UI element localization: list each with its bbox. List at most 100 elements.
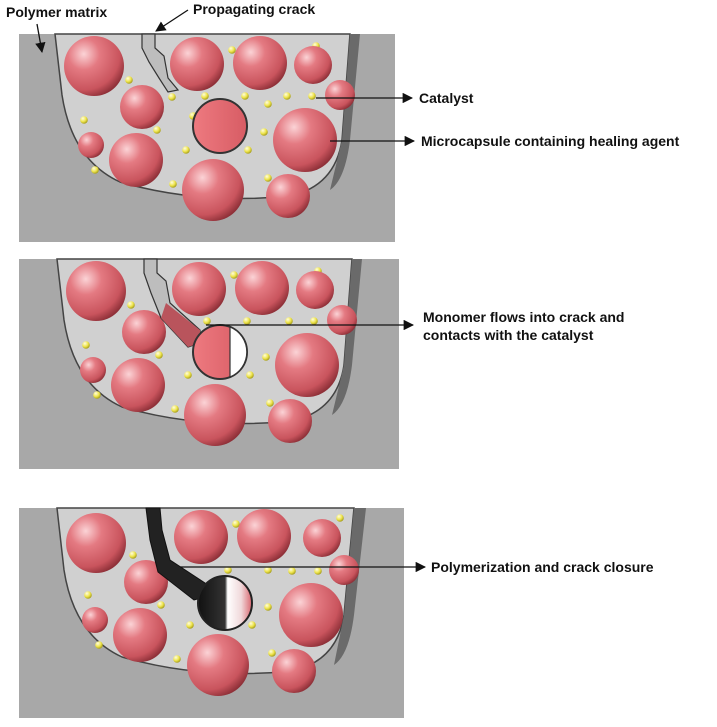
catalyst-particle (95, 641, 103, 649)
catalyst-particle (232, 520, 240, 528)
microcapsule (325, 80, 355, 110)
catalyst-particle (308, 92, 316, 100)
microcapsule (233, 36, 287, 90)
catalyst-particle (93, 391, 101, 399)
catalyst-particle (224, 566, 232, 574)
catalyst-particle (314, 567, 322, 575)
catalyst-particle (264, 174, 272, 182)
catalyst-particle (285, 317, 293, 325)
microcapsule (124, 560, 168, 604)
label-polymer-matrix: Polymer matrix (6, 4, 107, 20)
catalyst-particle (266, 399, 274, 407)
arrow-polymer-matrix (35, 23, 46, 54)
label-propagating-crack: Propagating crack (193, 1, 315, 17)
microcapsule (268, 399, 312, 443)
microcapsule (184, 384, 246, 446)
microcapsule (275, 333, 339, 397)
panel-1-intact-capsule (192, 98, 248, 154)
catalyst-particle (129, 551, 137, 559)
catalyst-particle (260, 128, 268, 136)
catalyst-particle (244, 146, 252, 154)
catalyst-particle (125, 76, 133, 84)
panel-1-catalyst-particles (80, 42, 320, 188)
panel-2-trough-wall (332, 259, 362, 415)
catalyst-particle (201, 92, 209, 100)
panel-3-microcapsules (66, 509, 359, 696)
panel-1 (19, 33, 395, 242)
microcapsule (66, 513, 126, 573)
catalyst-particle (184, 371, 192, 379)
panel-3 (19, 507, 404, 718)
panel-1-microcapsules (64, 36, 355, 221)
annotations: Polymer matrix Propagating crack Catalys… (6, 1, 680, 575)
microcapsule (66, 261, 126, 321)
panel-3-emptied-capsule (197, 575, 253, 631)
panel-2-monomer-flow (161, 303, 200, 347)
microcapsule (113, 608, 167, 662)
catalyst-particle (241, 92, 249, 100)
catalyst-particle (283, 92, 291, 100)
microcapsule (235, 261, 289, 315)
catalyst-particle (336, 514, 344, 522)
microcapsule (80, 357, 106, 383)
panel-3-trough-wall (334, 508, 366, 665)
microcapsule (111, 358, 165, 412)
panel-1-crack (141, 33, 180, 93)
catalyst-particle (82, 341, 90, 349)
catalyst-particle (243, 317, 251, 325)
catalyst-particle (157, 601, 165, 609)
panel-1-trough-wall (330, 34, 360, 190)
microcapsule (266, 174, 310, 218)
microcapsule (82, 607, 108, 633)
catalyst-particle (155, 351, 163, 359)
catalyst-particle (246, 371, 254, 379)
panel-2-microcapsules (66, 261, 357, 446)
microcapsule (109, 133, 163, 187)
catalyst-particle (186, 621, 194, 629)
catalyst-particle (91, 166, 99, 174)
catalyst-particle (288, 567, 296, 575)
microcapsule (273, 108, 337, 172)
microcapsule (294, 46, 332, 84)
microcapsule (78, 132, 104, 158)
microcapsule (174, 510, 228, 564)
catalyst-particle (153, 126, 161, 134)
catalyst-particle (310, 317, 318, 325)
panel-3-catalyst-particles (84, 514, 344, 663)
microcapsule (170, 37, 224, 91)
catalyst-particle (84, 591, 92, 599)
catalyst-particle (248, 621, 256, 629)
microcapsule (172, 262, 226, 316)
microcapsule (182, 159, 244, 221)
catalyst-particle (171, 405, 179, 413)
microcapsule (122, 310, 166, 354)
panel-2 (19, 258, 399, 469)
catalyst-particle (264, 100, 272, 108)
microcapsule (120, 85, 164, 129)
catalyst-particle (127, 301, 135, 309)
microcapsule (329, 555, 359, 585)
catalyst-particle (182, 146, 190, 154)
label-monomer-line-2: contacts with the catalyst (423, 327, 594, 343)
catalyst-particle (80, 116, 88, 124)
microcapsule (296, 271, 334, 309)
label-polymerization: Polymerization and crack closure (431, 559, 654, 575)
microcapsule (187, 634, 249, 696)
catalyst-particle (268, 649, 276, 657)
catalyst-particle (228, 46, 236, 54)
catalyst-particle (264, 603, 272, 611)
catalyst-particle (264, 566, 272, 574)
catalyst-particle (230, 271, 238, 279)
microcapsule (64, 36, 124, 96)
label-microcapsule: Microcapsule containing healing agent (421, 133, 680, 149)
microcapsule (303, 519, 341, 557)
catalyst-particle (173, 655, 181, 663)
microcapsule (279, 583, 343, 647)
catalyst-particle (168, 93, 176, 101)
label-catalyst: Catalyst (419, 90, 474, 106)
catalyst-particle (203, 317, 211, 325)
catalyst-particle (262, 353, 270, 361)
microcapsule (272, 649, 316, 693)
panel-2-capsule-void (229, 326, 248, 378)
